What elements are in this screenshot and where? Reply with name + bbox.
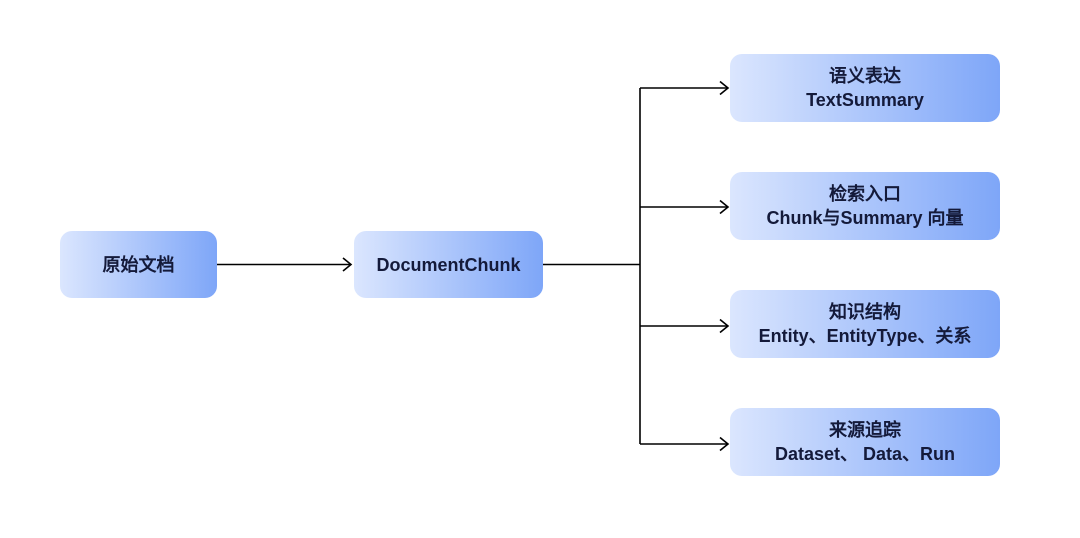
output-node-provenance: 来源追踪 Dataset、 Data、Run	[730, 408, 1000, 476]
output-node-title: 检索入口	[829, 184, 901, 204]
document-chunk-node: DocumentChunk	[354, 231, 543, 298]
output-node-detail: Entity、EntityType、关系	[758, 326, 972, 346]
output-node-title: 语义表达	[829, 66, 901, 86]
output-node-detail: Chunk与Summary 向量	[766, 208, 964, 228]
document-chunk-label: DocumentChunk	[376, 254, 521, 275]
arrowhead-source-to-chunk	[342, 257, 353, 272]
output-node-title: 知识结构	[829, 302, 901, 322]
arrowhead-to-output-4	[719, 436, 730, 452]
output-node-retrieval: 检索入口 Chunk与Summary 向量	[730, 172, 1000, 240]
output-node-knowledge: 知识结构 Entity、EntityType、关系	[730, 290, 1000, 358]
arrowhead-to-output-2	[719, 199, 730, 215]
output-node-semantic: 语义表达 TextSummary	[730, 54, 1000, 122]
source-document-node: 原始文档	[60, 231, 217, 298]
output-node-detail: TextSummary	[806, 90, 924, 110]
arrowhead-to-output-1	[719, 80, 730, 96]
output-node-title: 来源追踪	[829, 420, 901, 440]
arrowhead-to-output-3	[719, 318, 730, 334]
source-document-label: 原始文档	[102, 254, 175, 275]
output-node-detail: Dataset、 Data、Run	[774, 444, 956, 464]
